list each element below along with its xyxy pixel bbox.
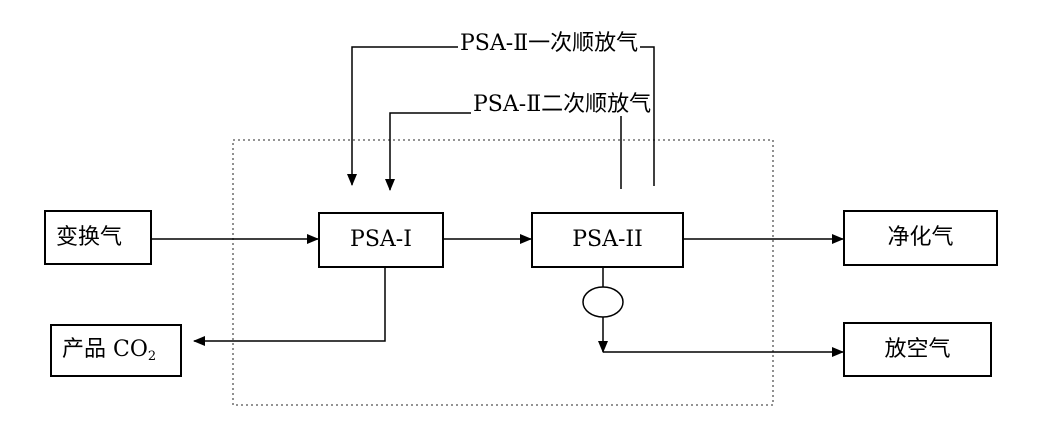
purified-gas-label: 净化气 <box>887 225 954 250</box>
arrow-recycle-2 <box>385 112 622 191</box>
feed-gas-label: 变换气 <box>56 224 123 250</box>
label-recycle-1: PSA-Ⅱ一次顺放气 <box>458 31 641 56</box>
product-co2-label: 产品 CO2 <box>62 336 157 364</box>
vent-gas-box: 放空气 <box>843 322 992 377</box>
product-co2-box: 产品 CO2 <box>50 324 182 377</box>
psa1-unit-box: PSA-I <box>318 212 444 268</box>
psa1-label: PSA-I <box>350 227 412 252</box>
arrow-psa1-to-product <box>193 268 386 346</box>
unit-boundary <box>232 139 774 406</box>
label-recycle-2: PSA-Ⅱ二次顺放气 <box>471 92 654 117</box>
psa2-unit-box: PSA-II <box>531 212 684 268</box>
purified-gas-box: 净化气 <box>843 210 998 266</box>
feed-gas-box: 变换气 <box>44 210 152 265</box>
vent-gas-label: 放空气 <box>884 336 951 362</box>
psa2-label: PSA-II <box>572 227 643 252</box>
vacuum-pump-symbol <box>582 286 624 318</box>
